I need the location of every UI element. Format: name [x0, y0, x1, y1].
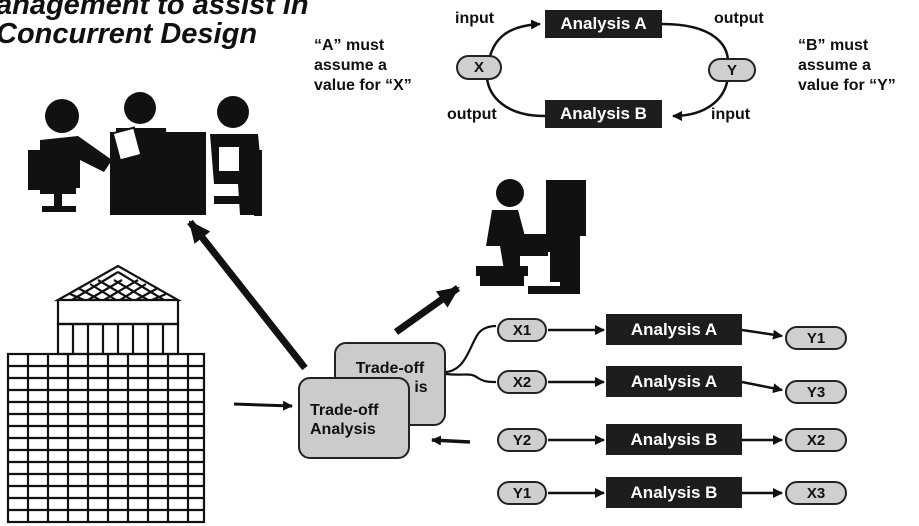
tradeoff-back-line-2: is: [414, 379, 428, 396]
loop-output-b-label: output: [447, 106, 497, 123]
row-4-input-pill: Y1: [497, 481, 547, 505]
note-b-line-1: “B” must: [798, 37, 869, 54]
note-a-line-1: “A” must: [314, 37, 385, 54]
tradeoff-card-front: Trade-off Analysis: [298, 377, 410, 459]
loop-output-a-label: output: [714, 10, 764, 27]
loop-input-b-label: input: [711, 106, 751, 123]
loop-y-node: Y: [708, 58, 756, 82]
loop-analysis-a-box: Analysis A: [545, 10, 662, 38]
row-2-input-pill: X2: [497, 370, 547, 394]
note-b-line-3: value for “Y”: [798, 77, 896, 94]
row-3-analysis-box: Analysis B: [606, 424, 742, 455]
loop-analysis-b-box: Analysis B: [545, 100, 662, 128]
note-a-line-3: value for “X”: [314, 77, 412, 94]
row-arrows: [548, 325, 783, 498]
row-1-input-pill: X1: [497, 318, 547, 342]
row-4-output-pill: X3: [785, 481, 847, 505]
building-icon: [6, 264, 206, 524]
row-2-output-pill: Y3: [785, 380, 847, 404]
title-line-1: anagement to assist in: [0, 0, 309, 21]
row-3-output-pill: X2: [785, 428, 847, 452]
note-b-line-2: assume a: [798, 57, 871, 74]
tradeoff-back-line-1: Trade-off: [355, 360, 425, 377]
meeting-papers: [111, 126, 241, 173]
tradeoff-bracket: [445, 324, 497, 384]
row-1-output-pill: Y1: [785, 326, 847, 350]
loop-x-node: X: [456, 55, 502, 80]
computer-user-icon: [476, 179, 586, 294]
title-line-2: Concurrent Design: [0, 18, 258, 50]
tradeoff-front-line-2: Analysis: [310, 421, 376, 438]
big-arrows: [187, 219, 471, 446]
loop-input-a-label: input: [455, 10, 495, 27]
note-a-line-2: assume a: [314, 57, 387, 74]
tradeoff-front-line-1: Trade-off: [310, 402, 379, 419]
row-4-analysis-box: Analysis B: [606, 477, 742, 508]
note-b-assumes-y: “B” must assume a value for “Y”: [798, 36, 896, 96]
note-a-assumes-x: “A” must assume a value for “X”: [314, 36, 412, 96]
row-2-analysis-box: Analysis A: [606, 366, 742, 397]
row-1-analysis-box: Analysis A: [606, 314, 742, 345]
row-3-input-pill: Y2: [497, 428, 547, 452]
